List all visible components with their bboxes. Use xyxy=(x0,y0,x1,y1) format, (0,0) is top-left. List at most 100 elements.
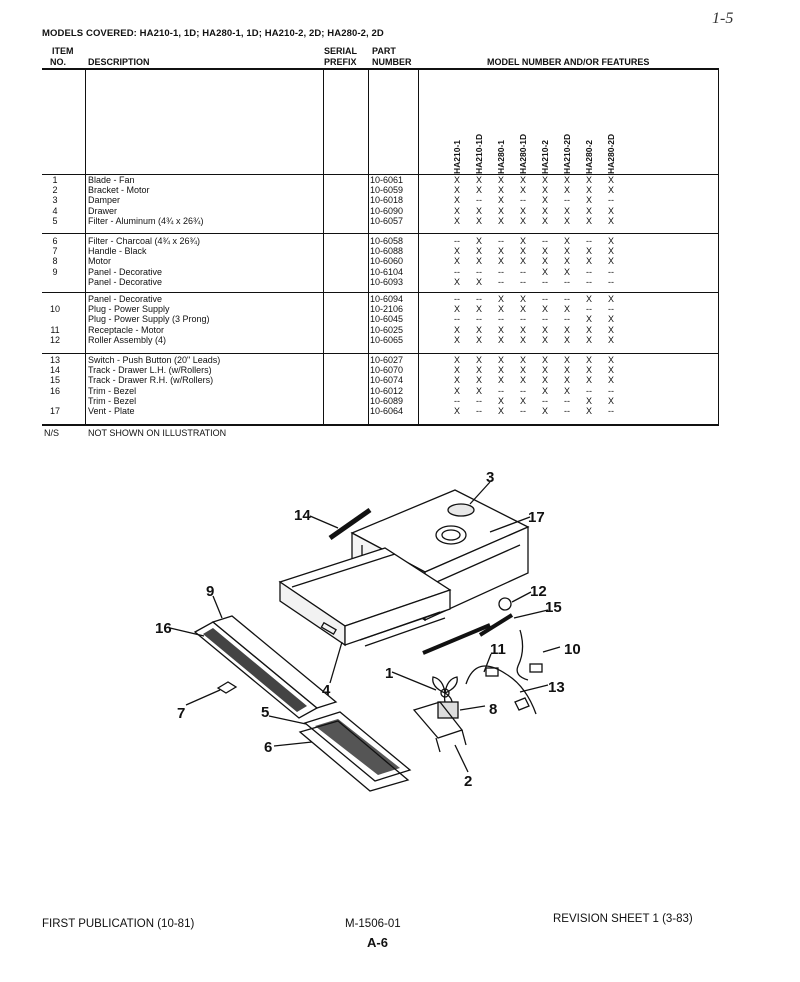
ns-explanation: NOT SHOWN ON ILLUSTRATION xyxy=(88,428,227,438)
model-mark: X xyxy=(607,375,614,386)
callout-17: 17 xyxy=(528,509,545,526)
column-divider xyxy=(718,68,719,424)
model-mark: X xyxy=(541,256,548,267)
model-mark: X xyxy=(475,385,482,396)
model-mark: X xyxy=(453,355,460,365)
footer-manual-number: M-1506-01 xyxy=(345,918,401,930)
part-number: 10-6027 xyxy=(370,355,404,365)
model-mark: X xyxy=(453,385,460,396)
model-mark: X xyxy=(585,355,592,365)
part-number: 10-6012 xyxy=(370,385,404,396)
model-mark: X xyxy=(585,395,592,406)
model-mark: X xyxy=(475,256,482,267)
group-rule xyxy=(42,233,719,234)
model-mark: -- xyxy=(586,385,592,396)
item-description: Filter - Aluminum (4¾ x 26¾) xyxy=(88,215,204,226)
item-description: Vent - Plate xyxy=(88,406,135,416)
model-mark: X xyxy=(497,294,504,304)
model-mark: X xyxy=(475,175,482,185)
model-mark: X xyxy=(563,365,570,376)
model-mark: X xyxy=(519,324,526,335)
model-mark: X xyxy=(607,256,614,267)
model-mark: X xyxy=(541,324,548,335)
model-mark: X xyxy=(519,256,526,267)
model-mark: X xyxy=(607,185,614,196)
part-number: 10-2106 xyxy=(370,304,404,315)
model-mark: -- xyxy=(564,195,570,206)
model-mark: -- xyxy=(564,314,570,325)
model-mark: X xyxy=(607,365,614,376)
model-mark: X xyxy=(563,205,570,216)
item-description: Plug - Power Supply xyxy=(88,304,170,315)
model-mark: X xyxy=(519,355,526,365)
item-description: Receptacle - Motor xyxy=(88,324,165,335)
model-mark: X xyxy=(607,236,614,246)
item-description: Blade - Fan xyxy=(88,175,135,185)
model-mark: X xyxy=(607,215,614,226)
model-mark: X xyxy=(607,395,614,406)
model-mark: X xyxy=(607,246,614,257)
part-number: 10-6058 xyxy=(370,236,404,246)
item-number: 1 xyxy=(52,175,58,185)
model-mark: X xyxy=(541,304,548,315)
header-serial: SERIAL xyxy=(324,46,358,56)
model-label-ha280-1d: HA280-1D xyxy=(518,133,528,174)
model-mark: X xyxy=(563,334,570,345)
header-rule xyxy=(42,68,719,70)
column-divider xyxy=(323,68,324,424)
item-description: Track - Drawer R.H. (w/Rollers) xyxy=(88,375,214,386)
callout-11: 11 xyxy=(490,641,506,658)
model-mark: -- xyxy=(542,395,548,406)
callout-2: 2 xyxy=(464,773,472,790)
model-mark: X xyxy=(541,406,548,416)
model-mark: X xyxy=(541,365,548,376)
model-mark: X xyxy=(453,256,460,267)
header-model-features: MODEL NUMBER AND/OR FEATURES xyxy=(487,57,650,67)
column-divider xyxy=(418,68,419,424)
model-mark: -- xyxy=(564,276,570,287)
model-mark: X xyxy=(607,175,614,185)
model-mark: X xyxy=(497,185,504,196)
page-number: A-6 xyxy=(367,935,388,950)
model-mark: X xyxy=(475,334,482,345)
model-mark: X xyxy=(585,375,592,386)
model-mark: X xyxy=(563,236,570,246)
item-description: Motor xyxy=(88,256,112,267)
item-number: 13 xyxy=(49,355,60,365)
model-mark: X xyxy=(541,215,548,226)
model-mark: -- xyxy=(520,266,526,277)
model-mark: X xyxy=(519,395,526,406)
callout-3: 3 xyxy=(486,469,494,486)
model-mark: X xyxy=(563,266,570,277)
model-mark: X xyxy=(585,246,592,257)
model-mark: X xyxy=(607,205,614,216)
model-mark: X xyxy=(541,175,548,185)
handle-drawing xyxy=(216,681,238,694)
part-number: 10-6045 xyxy=(370,314,404,325)
model-mark: X xyxy=(453,205,460,216)
header-description: DESCRIPTION xyxy=(88,57,150,67)
model-mark: X xyxy=(453,215,460,226)
part-number: 10-6059 xyxy=(370,185,404,196)
model-mark: X xyxy=(453,276,460,287)
item-description: Panel - Decorative xyxy=(88,276,163,287)
model-mark: X xyxy=(519,304,526,315)
header-prefix: PREFIX xyxy=(324,57,357,67)
model-mark: X xyxy=(519,236,526,246)
part-number: 10-6093 xyxy=(370,276,404,287)
model-mark: -- xyxy=(520,195,526,206)
part-number: 10-6074 xyxy=(370,375,404,386)
model-mark: -- xyxy=(586,276,592,287)
model-mark: -- xyxy=(608,385,614,396)
part-number: 10-6088 xyxy=(370,246,404,257)
item-description: Trim - Bezel xyxy=(88,385,137,396)
part-number: 10-6104 xyxy=(370,266,404,277)
model-mark: -- xyxy=(498,266,504,277)
column-divider xyxy=(368,68,369,424)
model-mark: -- xyxy=(608,266,614,277)
model-mark: X xyxy=(497,365,504,376)
model-mark: X xyxy=(453,406,460,416)
item-description: Filter - Charcoal (4¾ x 26¾) xyxy=(88,236,201,246)
model-mark: X xyxy=(541,375,548,386)
callout-16: 16 xyxy=(155,620,172,637)
